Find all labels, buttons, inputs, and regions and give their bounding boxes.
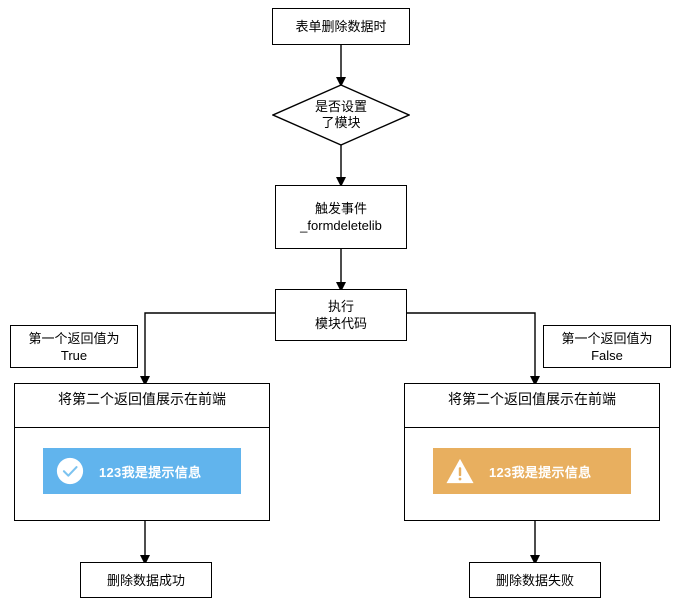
panel-failure-header: 将第二个返回值展示在前端 (405, 384, 659, 428)
label-condition-false: 第一个返回值为 False (543, 325, 671, 368)
execute-line-1: 执行 (327, 299, 354, 314)
toast-success: 123我是提示信息 (43, 448, 241, 494)
decision-line-1: 是否设置 (314, 99, 367, 114)
trigger-line-1: 触发事件 (314, 201, 367, 216)
panel-failure-body: 123我是提示信息 (405, 428, 659, 514)
execute-line-2: 模块代码 (314, 316, 367, 331)
condition-false-line-1: 第一个返回值为 (561, 330, 653, 346)
warning-triangle-icon (446, 458, 474, 484)
node-label: 表单删除数据时 (295, 19, 387, 34)
result-success-label: 删除数据成功 (106, 572, 185, 588)
panel-display-success: 将第二个返回值展示在前端 123我是提示信息 (14, 383, 270, 521)
diamond-shape (272, 84, 410, 146)
toast-success-text: 123我是提示信息 (99, 464, 202, 480)
result-failure-label: 删除数据失败 (495, 572, 574, 588)
node-form-delete-start: 表单删除数据时 (272, 8, 410, 45)
condition-true-line-1: 第一个返回值为 (28, 330, 120, 346)
toast-warning-text: 123我是提示信息 (489, 464, 592, 480)
label-condition-true: 第一个返回值为 True (10, 325, 138, 368)
node-result-failure: 删除数据失败 (469, 562, 601, 598)
check-circle-icon (56, 457, 84, 485)
panel-success-body: 123我是提示信息 (15, 428, 269, 514)
panel-display-failure: 将第二个返回值展示在前端 123我是提示信息 (404, 383, 660, 521)
node-result-success: 删除数据成功 (80, 562, 212, 598)
toast-warning: 123我是提示信息 (433, 448, 631, 494)
node-trigger-event: 触发事件 _formdeletelib (275, 185, 407, 249)
condition-true-line-2: True (60, 347, 88, 363)
panel-success-header: 将第二个返回值展示在前端 (15, 384, 269, 428)
node-execute-module-code: 执行 模块代码 (275, 289, 407, 341)
decision-text: 是否设置 了模块 (272, 84, 410, 146)
condition-false-line-2: False (591, 347, 623, 363)
node-decision-module-set: 是否设置 了模块 (272, 84, 410, 146)
trigger-line-2: _formdeletelib (300, 218, 382, 233)
decision-line-2: 了模块 (321, 115, 361, 130)
